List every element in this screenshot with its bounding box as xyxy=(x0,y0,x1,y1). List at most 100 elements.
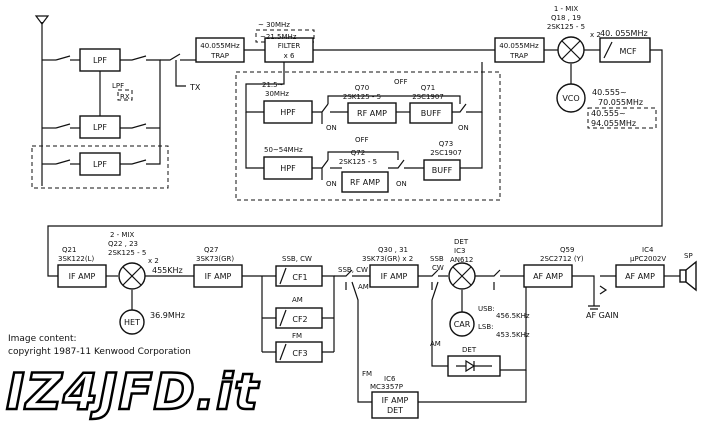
svg-text:x 2: x 2 xyxy=(590,31,601,39)
labels: LPF RX TX ~ 30MHz ~21.5MHz 1 - MIX Q18 ,… xyxy=(58,5,693,391)
svg-text:453.5KHz: 453.5KHz xyxy=(496,331,530,339)
svg-text:Q73: Q73 xyxy=(439,140,453,148)
svg-text:HPF: HPF xyxy=(280,108,296,117)
svg-text:LPF: LPF xyxy=(112,82,124,90)
svg-text:70.055MHz: 70.055MHz xyxy=(598,98,643,107)
svg-text:1 - MIX: 1 - MIX xyxy=(554,5,579,13)
antenna-icon xyxy=(34,15,50,25)
car: CAR xyxy=(449,311,475,337)
svg-text:40.055MHz: 40.055MHz xyxy=(499,42,539,50)
svg-text:50~54MHz: 50~54MHz xyxy=(264,146,303,154)
hpf-2: HPF xyxy=(263,156,313,180)
lpf-2: LPF xyxy=(79,115,121,139)
svg-text:CF3: CF3 xyxy=(292,349,307,358)
svg-text:2SK125 - 5: 2SK125 - 5 xyxy=(339,158,377,166)
het: HET xyxy=(119,309,145,335)
svg-text:IC4: IC4 xyxy=(642,246,654,254)
svg-text:2SK125 - 5: 2SK125 - 5 xyxy=(343,93,381,101)
hpf-1: HPF xyxy=(263,100,313,124)
svg-text:x 2: x 2 xyxy=(148,257,159,265)
svg-text:SSB, CW: SSB, CW xyxy=(338,266,368,274)
svg-text:40. 055MHz: 40. 055MHz xyxy=(600,29,648,38)
svg-text:LPF: LPF xyxy=(93,160,107,169)
svg-text:OFF: OFF xyxy=(394,78,408,86)
svg-text:RX: RX xyxy=(120,93,130,101)
svg-text:IF AMP: IF AMP xyxy=(69,272,96,281)
svg-text:IF AMP: IF AMP xyxy=(205,272,232,281)
svg-text:ON: ON xyxy=(458,124,469,132)
svg-text:LPF: LPF xyxy=(93,123,107,132)
svg-text:CF1: CF1 xyxy=(292,273,307,282)
svg-text:CAR: CAR xyxy=(454,320,471,329)
svg-text:DET: DET xyxy=(454,238,469,246)
svg-text:ON: ON xyxy=(326,180,337,188)
svg-text:BUFF: BUFF xyxy=(432,166,453,175)
buff-2: BUFF xyxy=(423,159,461,181)
svg-text:OFF: OFF xyxy=(355,136,369,144)
svg-text:Q21: Q21 xyxy=(62,246,76,254)
svg-text:IC3: IC3 xyxy=(454,247,465,255)
svg-text:TRAP: TRAP xyxy=(210,52,229,60)
svg-text:AN612: AN612 xyxy=(450,256,473,264)
svg-text:AM: AM xyxy=(358,283,369,291)
rf-amp-1: RF AMP xyxy=(347,102,397,124)
svg-text:HPF: HPF xyxy=(280,164,296,173)
svg-text:IC6: IC6 xyxy=(384,375,396,383)
svg-text:SSB, CW: SSB, CW xyxy=(282,255,312,263)
af-amp-2: AF AMP xyxy=(615,264,665,288)
svg-text:ON: ON xyxy=(396,180,407,188)
svg-text:FM: FM xyxy=(292,332,302,340)
svg-text:Q72: Q72 xyxy=(351,149,365,157)
svg-text:21.5~: 21.5~ xyxy=(262,81,284,89)
svg-text:Q71: Q71 xyxy=(421,84,435,92)
svg-text:BUFF: BUFF xyxy=(421,109,442,118)
svg-text:2SC1907: 2SC1907 xyxy=(412,93,444,101)
svg-text:TRAP: TRAP xyxy=(509,52,528,60)
mcf-block: MCF xyxy=(599,37,651,63)
cf3: CF3 xyxy=(275,341,323,363)
af-amp-1: AF AMP xyxy=(523,264,573,288)
svg-text:3SK122(L): 3SK122(L) xyxy=(58,255,94,263)
svg-text:MCF: MCF xyxy=(619,47,636,56)
svg-text:AF AMP: AF AMP xyxy=(625,272,655,281)
svg-text:RF AMP: RF AMP xyxy=(357,109,387,118)
mixer-2 xyxy=(118,262,146,290)
det-diode xyxy=(447,355,501,377)
svg-text:36.9MHz: 36.9MHz xyxy=(150,311,185,320)
svg-text:3SK73(GR): 3SK73(GR) xyxy=(196,255,234,263)
svg-text:SP: SP xyxy=(684,252,693,260)
svg-text:IF AMP: IF AMP xyxy=(381,272,408,281)
svg-text:Q59: Q59 xyxy=(560,246,574,254)
svg-text:Q70: Q70 xyxy=(355,84,369,92)
svg-text:AF AMP: AF AMP xyxy=(533,272,563,281)
svg-text:40.055MHz: 40.055MHz xyxy=(200,42,240,50)
lpf-1: LPF xyxy=(79,48,121,72)
det-mixer xyxy=(448,262,476,290)
if-amp-2: IF AMP xyxy=(193,264,243,288)
svg-text:Q27: Q27 xyxy=(204,246,218,254)
speaker-icon xyxy=(679,260,697,292)
lpf-3: LPF xyxy=(79,152,121,176)
if-amp-1: IF AMP xyxy=(57,264,107,288)
svg-text:LPF: LPF xyxy=(93,56,107,65)
credit-line-1: Image content: xyxy=(8,334,77,344)
buff-1: BUFF xyxy=(409,102,453,124)
mixer-1 xyxy=(557,36,585,64)
svg-text:MC3357P: MC3357P xyxy=(370,383,403,391)
cf2: CF2 xyxy=(275,307,323,329)
vco: VCO xyxy=(556,83,586,113)
svg-text:40.555~: 40.555~ xyxy=(591,109,626,118)
svg-text:FM: FM xyxy=(362,370,372,378)
svg-text:~21.5MHz: ~21.5MHz xyxy=(260,33,297,41)
svg-text:2SC2712 (Y): 2SC2712 (Y) xyxy=(540,255,584,263)
cf1: CF1 xyxy=(275,265,323,287)
svg-text:30MHz: 30MHz xyxy=(265,90,289,98)
svg-text:Q18 , 19: Q18 , 19 xyxy=(551,14,581,22)
svg-text:~ 30MHz: ~ 30MHz xyxy=(258,21,290,29)
svg-text:Q22 , 23: Q22 , 23 xyxy=(108,240,138,248)
svg-text:IF AMP: IF AMP xyxy=(382,396,409,405)
svg-text:AM: AM xyxy=(430,340,441,348)
